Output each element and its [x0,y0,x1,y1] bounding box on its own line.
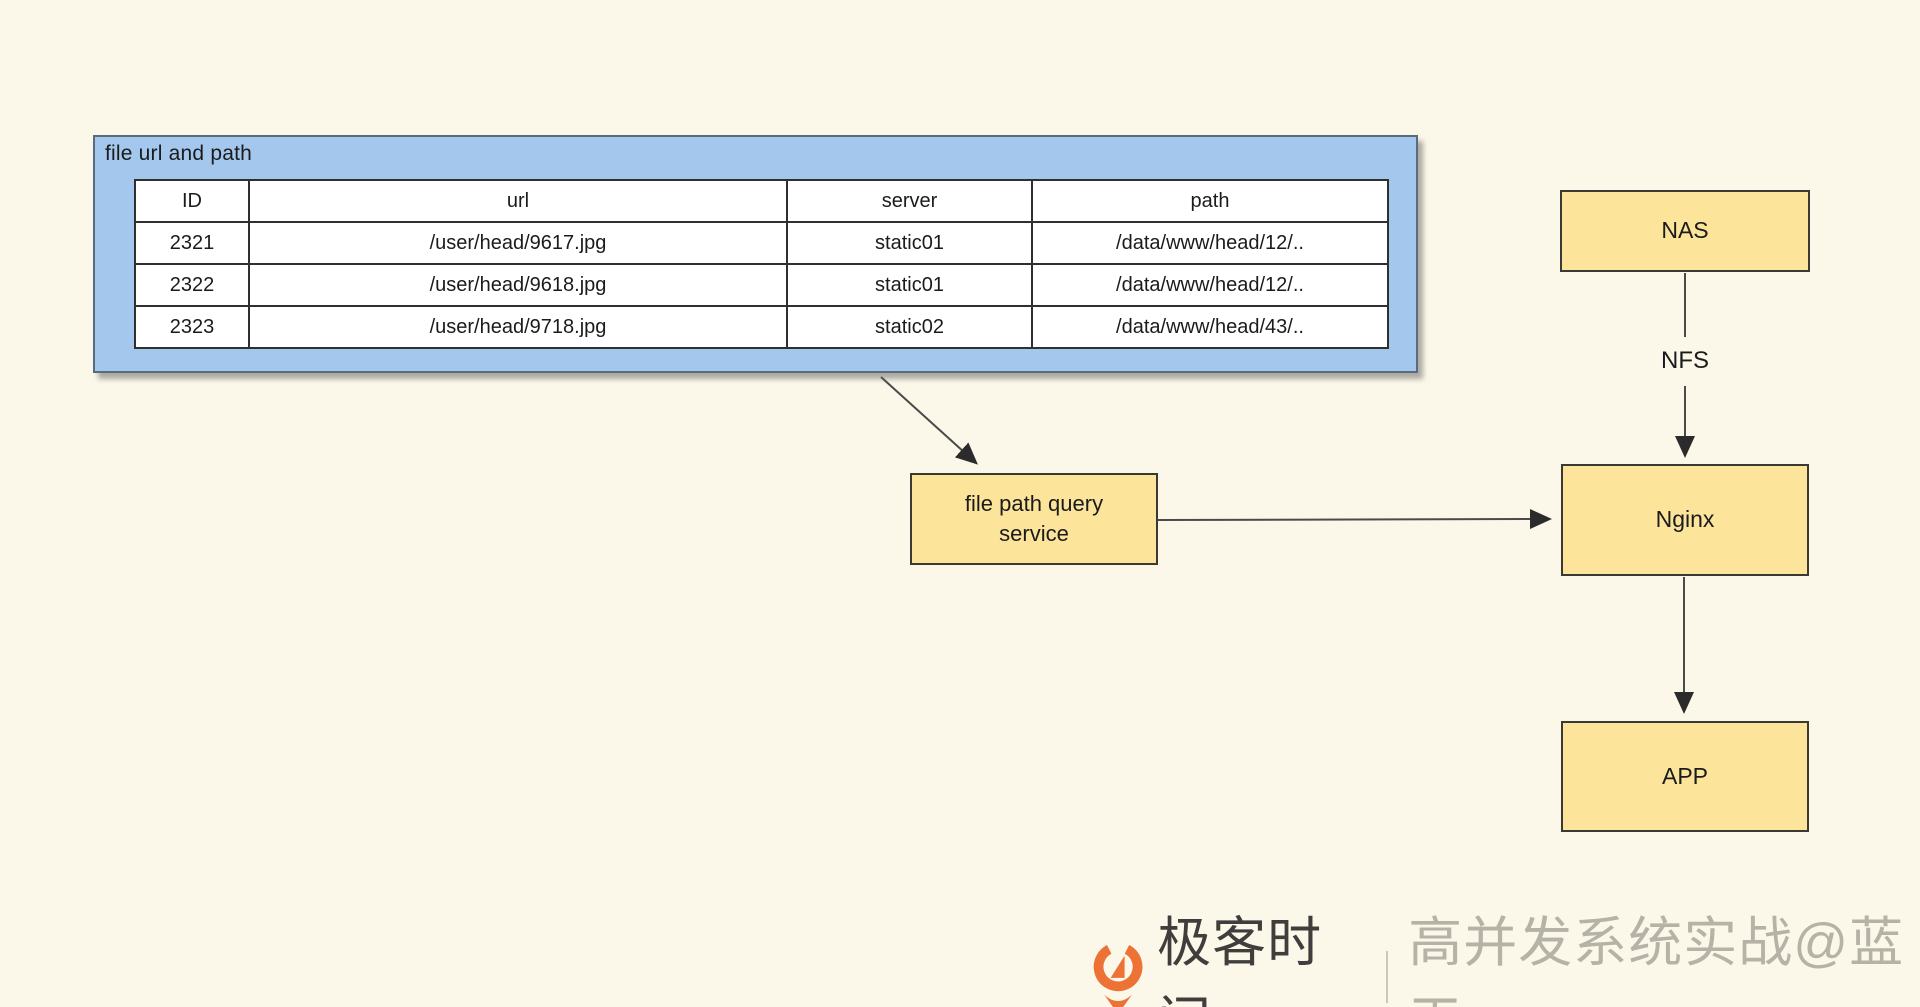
table-cell: /user/head/9618.jpg [248,263,788,307]
arrow-table-to-service [880,376,978,465]
table-cell: /data/www/head/43/.. [1031,305,1389,349]
table-cell: /data/www/head/12/.. [1031,221,1389,265]
arrow-service-to-nginx [1157,509,1552,530]
table-cell: /user/head/9718.jpg [248,305,788,349]
node-label: file path query [964,491,1104,517]
brand-divider [1385,951,1389,1003]
footer-brand: 极客时间 高并发系统实战@蓝天 [1093,898,1920,1007]
node-nginx: Nginx [1561,464,1809,576]
node-file-path-query-service: file path query service [910,473,1158,565]
panel-title: file url and path [105,142,252,165]
table-cell: 2321 [134,221,250,265]
node-label: NAS [1661,217,1709,244]
column-header-url: url [248,179,788,223]
file-url-path-panel: file url and path ID url server path 232… [93,135,1418,373]
table-row: 2322 /user/head/9618.jpg static01 /data/… [134,263,1389,307]
table-cell: static01 [786,221,1033,265]
table-cell: static01 [786,263,1033,307]
node-label: service [999,521,1069,546]
edge-label-nfs: NFS [1661,347,1709,374]
brand-name: 极客时间 [1157,913,1323,1007]
column-header-server: server [786,179,1033,223]
table-cell: static02 [786,305,1033,349]
node-app: APP [1561,721,1809,832]
table-cell: 2322 [134,263,250,307]
table-cell: 2323 [134,305,250,349]
column-header-path: path [1031,179,1389,223]
node-nas: NAS [1560,190,1810,272]
node-label: Nginx [1655,506,1715,533]
column-header-id: ID [134,179,250,223]
table-row: 2323 /user/head/9718.jpg static02 /data/… [134,305,1389,349]
table-cell: /user/head/9617.jpg [248,221,788,265]
node-label: APP [1661,762,1709,789]
table-header-row: ID url server path [134,179,1389,223]
file-table: ID url server path 2321 /user/head/9617.… [134,179,1389,349]
table-cell: /data/www/head/12/.. [1031,263,1389,307]
geektime-logo-icon [1093,942,1143,1007]
watermark-text: 高并发系统实战@蓝天 [1408,913,1905,1007]
table-row: 2321 /user/head/9617.jpg static01 /data/… [134,221,1389,265]
